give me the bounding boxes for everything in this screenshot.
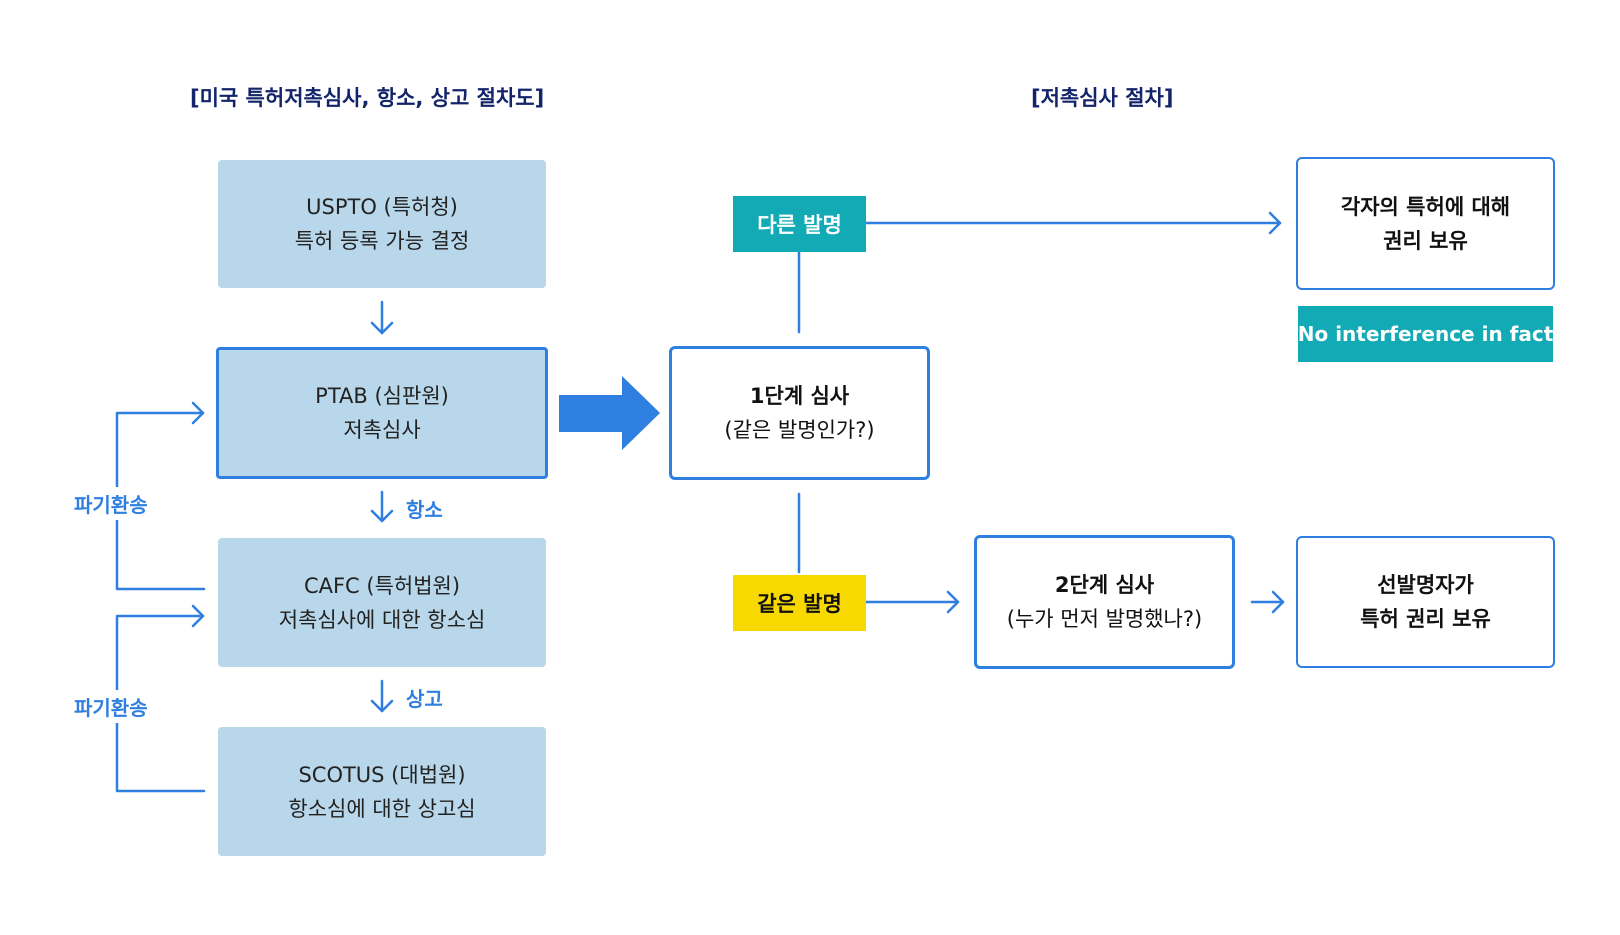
cafc-line2: 저촉심사에 대한 항소심 <box>278 607 486 632</box>
arrow-ptab-to-cafc <box>370 490 394 523</box>
stage1-subtitle: (같은 발명인가?) <box>724 418 875 442</box>
arrow-same-to-stage2 <box>864 590 960 614</box>
ptab-line2: 저촉심사 <box>343 418 421 442</box>
scotus-line2: 항소심에 대한 상고심 <box>288 796 476 821</box>
right-diagram-title: [저촉심사 절차] <box>1031 86 1174 110</box>
result-different-line1: 각자의 특허에 대해 <box>1340 194 1511 219</box>
arrow-uspto-to-ptab <box>370 300 394 335</box>
result-same-line1: 선발명자가 <box>1377 573 1474 597</box>
no-interference-tag: No interference in fact <box>1298 306 1553 362</box>
ptab-box: PTAB (심판원) 저촉심사 <box>216 347 548 479</box>
uspto-box: USPTO (특허청) 특허 등록 가능 결정 <box>218 160 546 288</box>
cafc-box: CAFC (특허법원) 저촉심사에 대한 항소심 <box>218 538 546 667</box>
scotus-line1: SCOTUS (대법원) <box>298 762 466 787</box>
uspto-line1: USPTO (특허청) <box>306 195 458 219</box>
remand-label-2: 파기환송 <box>74 690 148 723</box>
uspto-line2: 특허 등록 가능 결정 <box>294 229 470 253</box>
arrow-stage2-to-result <box>1250 590 1285 614</box>
result-different-line2: 권리 보유 <box>1383 228 1468 253</box>
ptab-line1: PTAB (심판원) <box>315 384 449 408</box>
result-same-box: 선발명자가 특허 권리 보유 <box>1296 536 1555 668</box>
certiorari-label: 상고 <box>406 683 443 712</box>
stage1-box: 1단계 심사 (같은 발명인가?) <box>669 346 930 480</box>
different-invention-tag: 다른 발명 <box>733 196 866 252</box>
left-diagram-title: [미국 특허저촉심사, 항소, 상고 절차도] <box>190 86 545 110</box>
appeal-label: 항소 <box>406 494 443 523</box>
same-invention-tag: 같은 발명 <box>733 575 866 631</box>
stage2-subtitle: (누가 먼저 발명했나?) <box>1006 607 1203 631</box>
stage1-title: 1단계 심사 <box>749 384 850 408</box>
scotus-box: SCOTUS (대법원) 항소심에 대한 상고심 <box>218 727 546 856</box>
remand-label-1: 파기환송 <box>74 487 148 520</box>
result-different-box: 각자의 특허에 대해 권리 보유 <box>1296 157 1555 290</box>
cafc-line1: CAFC (특허법원) <box>303 573 461 598</box>
result-same-line2: 특허 권리 보유 <box>1360 607 1491 631</box>
big-arrow-ptab-to-stage1 <box>559 376 660 450</box>
stage2-title: 2단계 심사 <box>1054 573 1155 597</box>
arrow-different-to-result <box>864 211 1282 235</box>
stage2-box: 2단계 심사 (누가 먼저 발명했나?) <box>974 535 1235 669</box>
arrow-cafc-to-scotus <box>370 679 394 713</box>
